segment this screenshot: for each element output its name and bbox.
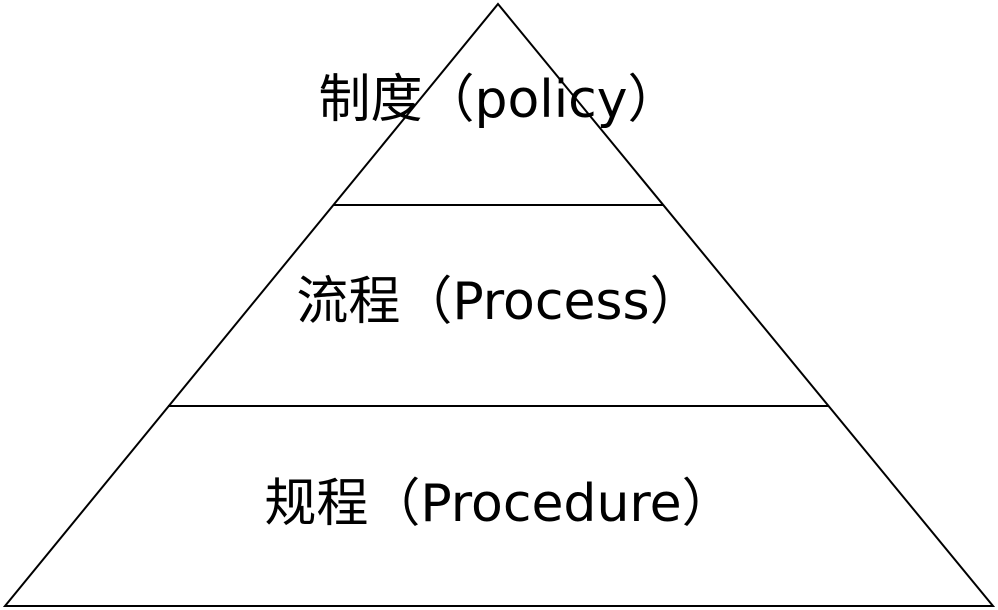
tier-label-process: 流程（Process） [296, 272, 702, 332]
tier-label-policy: 制度（policy） [318, 70, 680, 130]
tier-label-procedure: 规程（Procedure） [264, 474, 734, 534]
